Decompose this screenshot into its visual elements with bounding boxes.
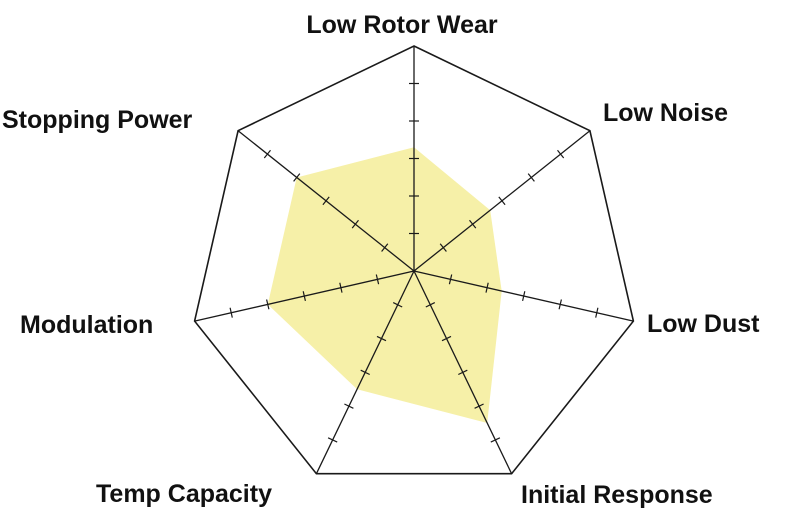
tick-modulation-1 bbox=[375, 274, 380, 285]
tick-low-noise-1 bbox=[439, 243, 447, 252]
axis-label-modulation: Modulation bbox=[20, 311, 153, 339]
tick-low-dust-5 bbox=[595, 307, 599, 318]
tick-temp-capacity-3 bbox=[360, 369, 370, 376]
axis-label-low-dust: Low Dust bbox=[647, 310, 760, 338]
tick-low-dust-4 bbox=[558, 299, 562, 310]
axis-label-initial-response: Initial Response bbox=[521, 481, 713, 509]
tick-stopping-power-2 bbox=[351, 219, 359, 229]
tick-low-dust-2 bbox=[485, 282, 489, 293]
tick-stopping-power-5 bbox=[263, 149, 271, 159]
tick-low-noise-5 bbox=[557, 149, 565, 159]
tick-initial-response-5 bbox=[490, 437, 501, 443]
tick-stopping-power-1 bbox=[381, 243, 389, 252]
tick-temp-capacity-2 bbox=[376, 335, 387, 342]
tick-low-dust-1 bbox=[448, 274, 453, 285]
radar-spokes-layer bbox=[194, 46, 634, 474]
tick-low-noise-4 bbox=[527, 173, 535, 182]
tick-temp-capacity-1 bbox=[392, 302, 403, 308]
tick-stopping-power-3 bbox=[322, 196, 330, 206]
tick-initial-response-1 bbox=[425, 302, 436, 308]
tick-low-dust-3 bbox=[522, 291, 526, 302]
tick-initial-response-4 bbox=[474, 403, 484, 409]
axis-label-low-rotor-wear: Low Rotor Wear bbox=[306, 11, 497, 39]
tick-modulation-2 bbox=[339, 282, 343, 293]
radar-frame-layer bbox=[193, 45, 635, 475]
axis-label-temp-capacity: Temp Capacity bbox=[96, 480, 272, 508]
tick-temp-capacity-5 bbox=[327, 437, 338, 443]
tick-initial-response-3 bbox=[458, 369, 468, 376]
tick-stopping-power-4 bbox=[293, 173, 301, 182]
radar-ticks-layer bbox=[229, 82, 599, 443]
radar-outer-frame bbox=[193, 45, 635, 475]
tick-modulation-5 bbox=[229, 307, 233, 318]
series-area-0 bbox=[267, 147, 502, 424]
series-fill-layer bbox=[267, 147, 502, 424]
axis-label-low-noise: Low Noise bbox=[603, 99, 728, 127]
tick-modulation-3 bbox=[302, 291, 306, 302]
tick-initial-response-2 bbox=[441, 335, 452, 342]
tick-temp-capacity-4 bbox=[344, 403, 354, 409]
tick-low-noise-2 bbox=[469, 219, 477, 229]
axis-label-stopping-power: Stopping Power bbox=[2, 106, 193, 134]
tick-modulation-4 bbox=[266, 299, 270, 310]
tick-low-noise-3 bbox=[498, 196, 506, 206]
